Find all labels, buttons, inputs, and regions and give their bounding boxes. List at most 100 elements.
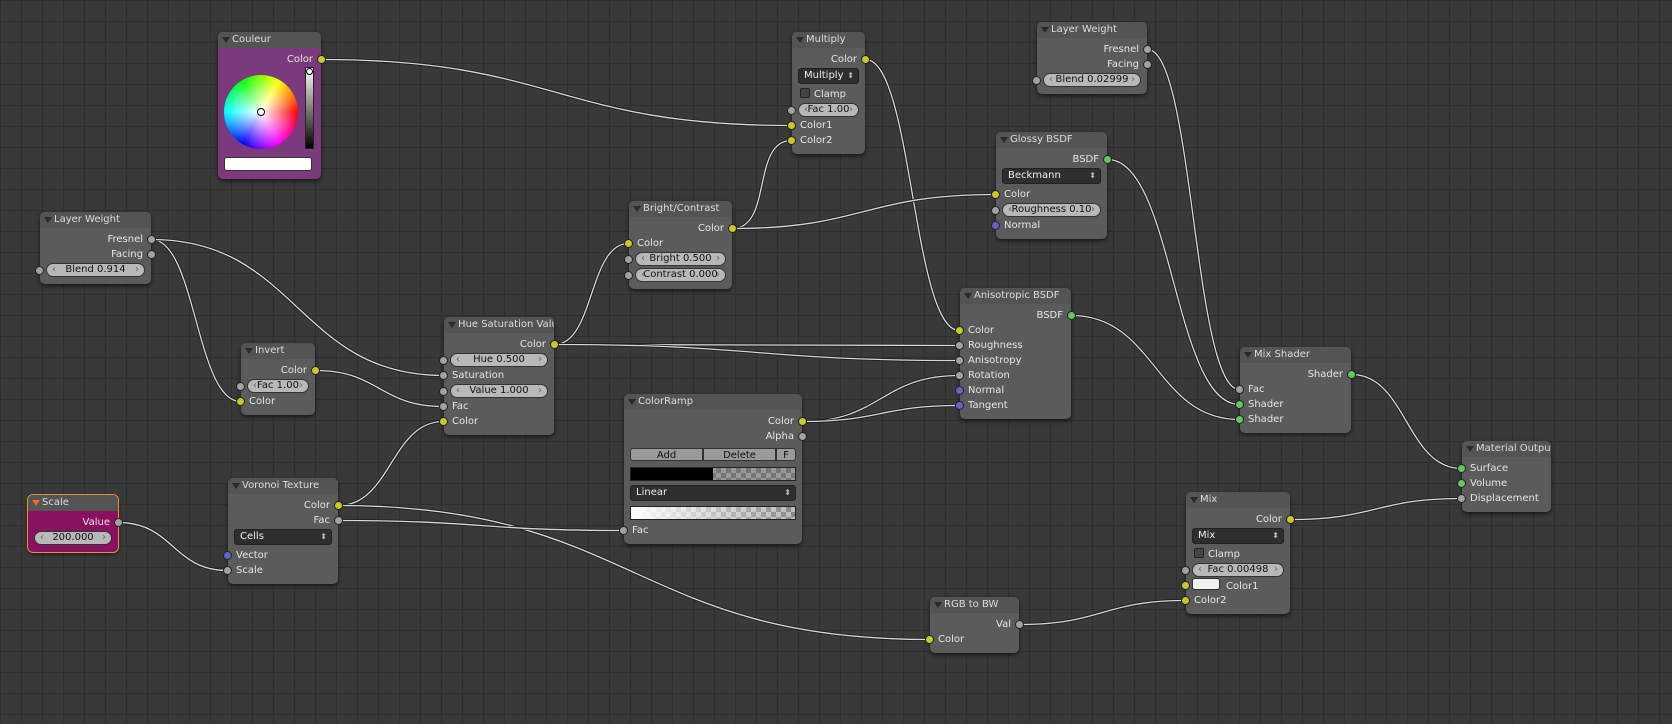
delete-button[interactable]: Delete xyxy=(703,448,776,461)
value-slider-handle[interactable] xyxy=(306,68,313,75)
checkbox-row[interactable]: Clamp xyxy=(1192,547,1284,562)
dropdown[interactable]: Cells xyxy=(234,529,332,545)
value-socket[interactable] xyxy=(236,382,245,391)
value-socket[interactable] xyxy=(955,356,964,365)
node-link[interactable] xyxy=(802,374,960,423)
color-socket[interactable] xyxy=(334,501,343,510)
value-socket[interactable] xyxy=(35,266,44,275)
node-link[interactable] xyxy=(1147,48,1240,391)
value-slider[interactable] xyxy=(305,67,314,149)
node-header[interactable]: RGB to BW xyxy=(930,597,1019,613)
flip-button[interactable]: F xyxy=(776,448,796,461)
node-link[interactable] xyxy=(151,238,241,403)
color-preview-bar[interactable] xyxy=(224,157,312,171)
value-socket[interactable] xyxy=(439,356,448,365)
value-field[interactable]: Bright 0.500 xyxy=(635,252,726,266)
node-header[interactable]: Hue Saturation Valu xyxy=(444,317,554,333)
node-header[interactable]: Scale xyxy=(28,495,118,511)
node-mix[interactable]: MixColorMixClampFac 0.00498Color1Color2 xyxy=(1181,492,1295,614)
gradient-preview[interactable] xyxy=(630,506,796,520)
color-socket[interactable] xyxy=(955,326,964,335)
node-link[interactable] xyxy=(315,369,444,408)
color-socket[interactable] xyxy=(311,366,320,375)
node-header[interactable]: ColorRamp xyxy=(624,394,802,410)
color-socket[interactable] xyxy=(550,340,559,349)
node-link[interactable] xyxy=(802,404,960,423)
shader-socket[interactable] xyxy=(1347,370,1356,379)
shader-socket[interactable] xyxy=(1103,155,1112,164)
color-socket[interactable] xyxy=(787,121,796,130)
value-socket[interactable] xyxy=(619,526,628,535)
color-ramp-bar[interactable] xyxy=(630,467,796,481)
color-socket[interactable] xyxy=(624,239,633,248)
value-socket[interactable] xyxy=(1015,620,1024,629)
node-huesat[interactable]: Hue Saturation ValuColorHue 0.500Saturat… xyxy=(439,317,559,435)
checkbox-row[interactable]: Clamp xyxy=(798,87,859,102)
value-field[interactable]: Fac 1.00 xyxy=(247,379,309,393)
node-link[interactable] xyxy=(554,343,960,362)
node-header[interactable]: Bright/Contrast xyxy=(629,201,732,217)
color-wheel[interactable] xyxy=(224,75,298,149)
value-socket[interactable] xyxy=(1032,76,1041,85)
node-link[interactable] xyxy=(1290,497,1462,521)
color-socket[interactable] xyxy=(317,55,326,64)
value-socket[interactable] xyxy=(787,106,796,115)
value-socket[interactable] xyxy=(955,341,964,350)
value-field[interactable]: Hue 0.500 xyxy=(450,353,548,367)
node-invert[interactable]: InvertColorFac 1.00Color xyxy=(236,343,320,415)
color-socket[interactable] xyxy=(925,635,934,644)
node-link[interactable] xyxy=(554,343,960,347)
value-socket[interactable] xyxy=(223,566,232,575)
node-link[interactable] xyxy=(732,139,792,230)
value-field[interactable]: Roughness 0.10 xyxy=(1002,203,1101,217)
dropdown[interactable]: Beckmann xyxy=(1002,168,1101,184)
node-header[interactable]: Mix xyxy=(1186,492,1290,508)
value-socket[interactable] xyxy=(1457,494,1466,503)
vector-socket[interactable] xyxy=(223,551,232,560)
node-bright[interactable]: Bright/ContrastColorColorBright 0.500Con… xyxy=(624,201,737,289)
color-socket[interactable] xyxy=(1181,581,1190,590)
node-voronoi[interactable]: Voronoi TextureColorFacCellsVectorScale xyxy=(223,478,343,584)
node-lw1[interactable]: Layer WeightFresnelFacingBlend 0.02999 xyxy=(1032,22,1152,94)
value-socket[interactable] xyxy=(1181,566,1190,575)
shader-socket[interactable] xyxy=(1457,464,1466,473)
node-link[interactable] xyxy=(338,420,444,507)
node-scale[interactable]: ScaleValue200.000 xyxy=(27,494,123,553)
vector-socket[interactable] xyxy=(991,221,1000,230)
value-socket[interactable] xyxy=(1143,45,1152,54)
color-socket[interactable] xyxy=(236,397,245,406)
color-socket[interactable] xyxy=(1286,515,1295,524)
node-link[interactable] xyxy=(554,242,629,346)
color-socket[interactable] xyxy=(1181,596,1190,605)
checkbox[interactable] xyxy=(1194,548,1204,558)
color-socket[interactable] xyxy=(798,417,807,426)
node-link[interactable] xyxy=(338,519,624,532)
node-header[interactable]: Material Outpu xyxy=(1462,441,1551,457)
node-header[interactable]: Multiply xyxy=(792,32,865,48)
node-link[interactable] xyxy=(865,58,960,332)
value-socket[interactable] xyxy=(955,371,964,380)
shader-socket[interactable] xyxy=(1457,479,1466,488)
value-socket[interactable] xyxy=(624,255,633,264)
value-field[interactable]: Contrast 0.000 xyxy=(635,268,726,282)
color-socket[interactable] xyxy=(787,136,796,145)
node-header[interactable]: Couleur xyxy=(218,32,321,48)
dropdown[interactable]: Mix xyxy=(1192,528,1284,544)
node-header[interactable]: Layer Weight xyxy=(40,212,151,228)
node-header[interactable]: Invert xyxy=(241,343,315,359)
shader-socket[interactable] xyxy=(1067,311,1076,320)
value-socket[interactable] xyxy=(439,387,448,396)
color-socket[interactable] xyxy=(439,417,448,426)
node-header[interactable]: Glossy BSDF xyxy=(996,132,1107,148)
shader-socket[interactable] xyxy=(1235,415,1244,424)
node-link[interactable] xyxy=(1351,373,1462,470)
node-link[interactable] xyxy=(321,58,792,127)
value-socket[interactable] xyxy=(1143,60,1152,69)
value-field[interactable]: Fac 0.00498 xyxy=(1192,563,1284,577)
value-socket[interactable] xyxy=(991,206,1000,215)
